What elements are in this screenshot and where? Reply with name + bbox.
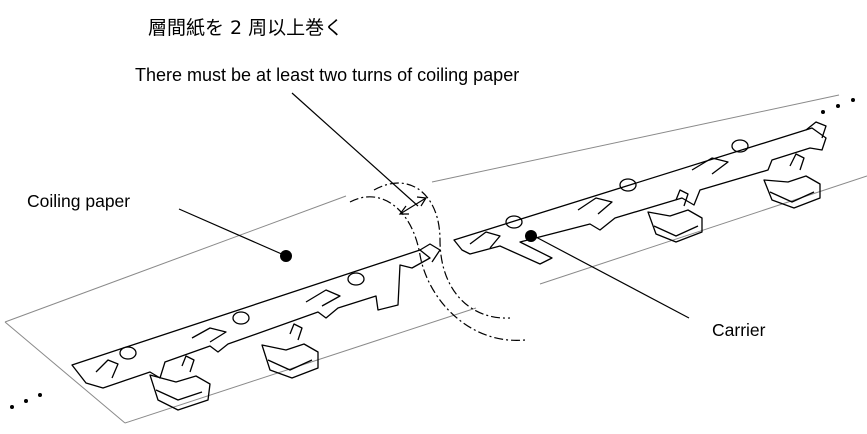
right-terminal-strip	[453, 121, 827, 265]
continuation-dots-right	[821, 98, 855, 114]
carrier-leader-dot	[525, 230, 537, 242]
carrier-label: Carrier	[712, 320, 766, 340]
coiling-paper-strip	[4, 94, 867, 424]
note-japanese: 層間紙を 2 周以上巻く	[148, 17, 344, 39]
coil-turn-lines	[349, 182, 526, 341]
leader-lines	[178, 92, 690, 319]
coiling-paper-leader-dot	[280, 250, 292, 262]
coiling-paper-label: Coiling paper	[27, 191, 131, 211]
double-arrow-icon	[398, 196, 428, 215]
left-terminal-strip	[71, 243, 441, 411]
note-english: There must be at least two turns of coil…	[135, 65, 520, 85]
continuation-dots-left	[10, 393, 42, 409]
